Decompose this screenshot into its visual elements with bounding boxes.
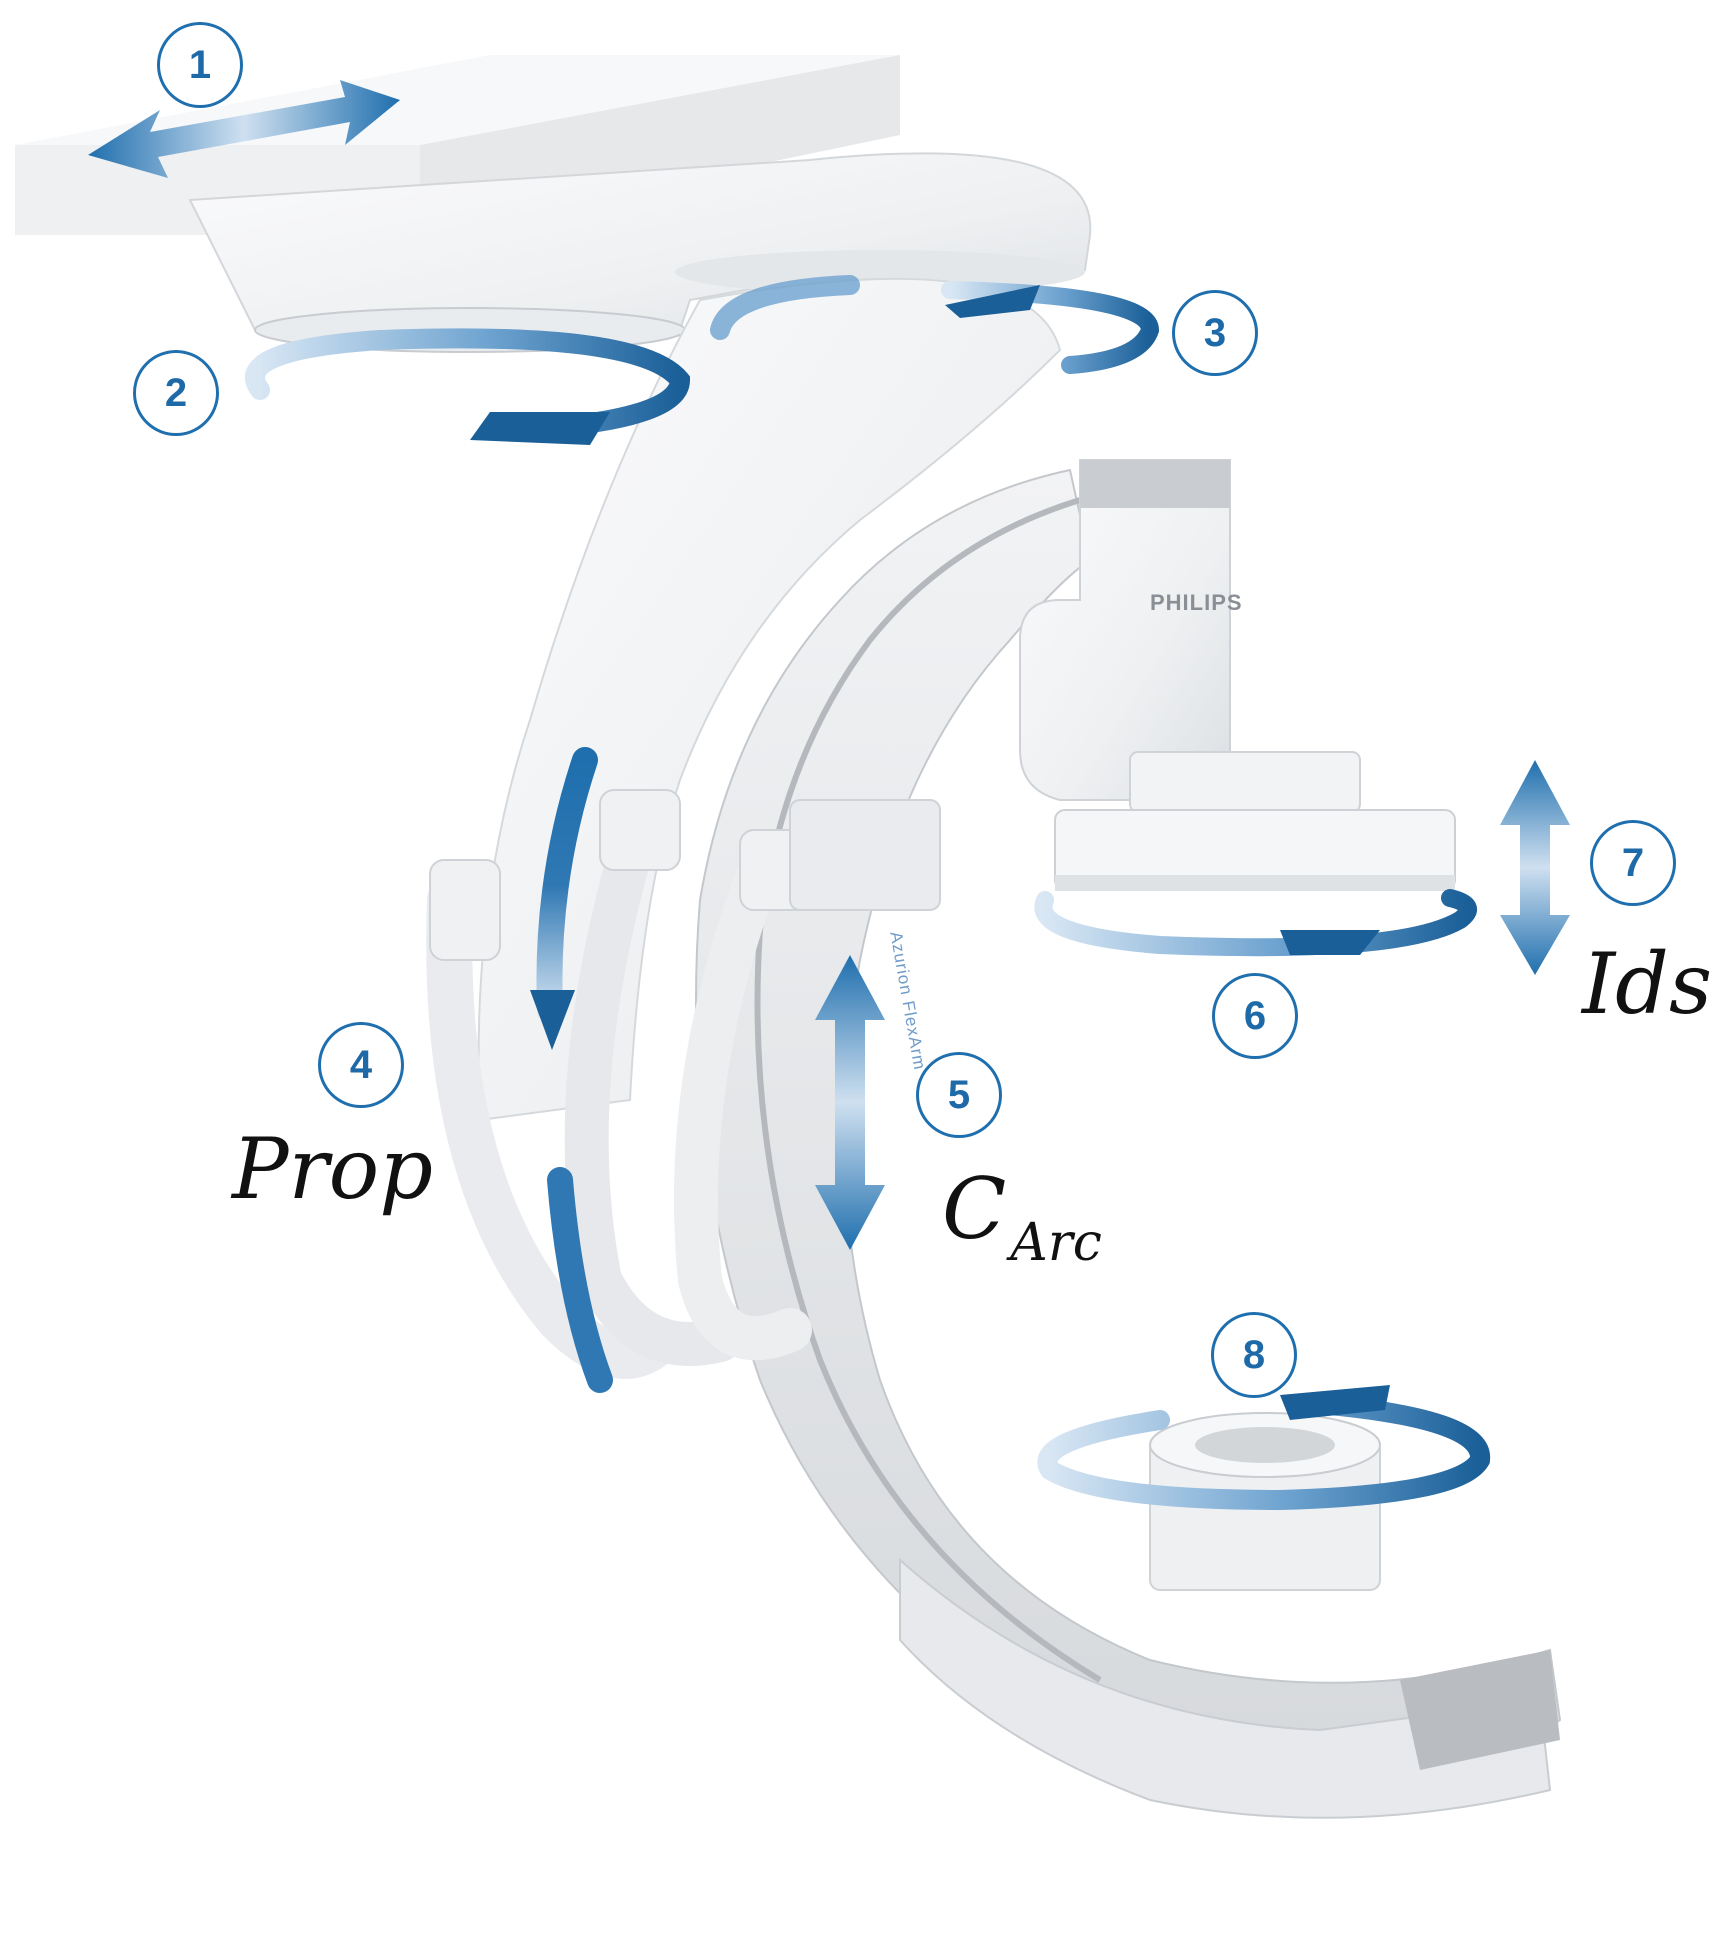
xray-tube-base [1149, 1412, 1381, 1591]
double-arrow-icon [88, 80, 400, 178]
c-arc-main: C [942, 1160, 1007, 1258]
rotation-arrow-icon [1034, 889, 1477, 957]
c-arc-label: CArc [942, 1160, 1102, 1273]
rotation-arrow-icon [530, 747, 613, 1393]
badge-7: 7 [1590, 820, 1676, 906]
badge-6: 6 [1212, 973, 1298, 1059]
cable-hoses [426, 789, 941, 1379]
badge-4: 4 [318, 1022, 404, 1108]
badge-3: 3 [1172, 290, 1258, 376]
rotation-arrow-icon [1037, 1385, 1491, 1511]
brand-logo-text: PHILIPS [1150, 590, 1243, 615]
badge-1: 1 [157, 22, 243, 108]
rotation-arrow-icon [245, 328, 691, 445]
badge-2: 2 [133, 350, 219, 436]
badge-8: 8 [1211, 1312, 1297, 1398]
double-arrow-icon [815, 955, 885, 1250]
ids-label: Ids [1582, 935, 1713, 1033]
badge-5: 5 [916, 1052, 1002, 1138]
double-arrow-icon [1500, 760, 1570, 975]
rotation-arrow-icon [710, 275, 1160, 374]
detector-head [1019, 459, 1456, 891]
c-arc-subscript: Arc [1010, 1213, 1102, 1273]
prop-label: Prop [232, 1120, 434, 1218]
c-arc [695, 468, 1562, 1819]
